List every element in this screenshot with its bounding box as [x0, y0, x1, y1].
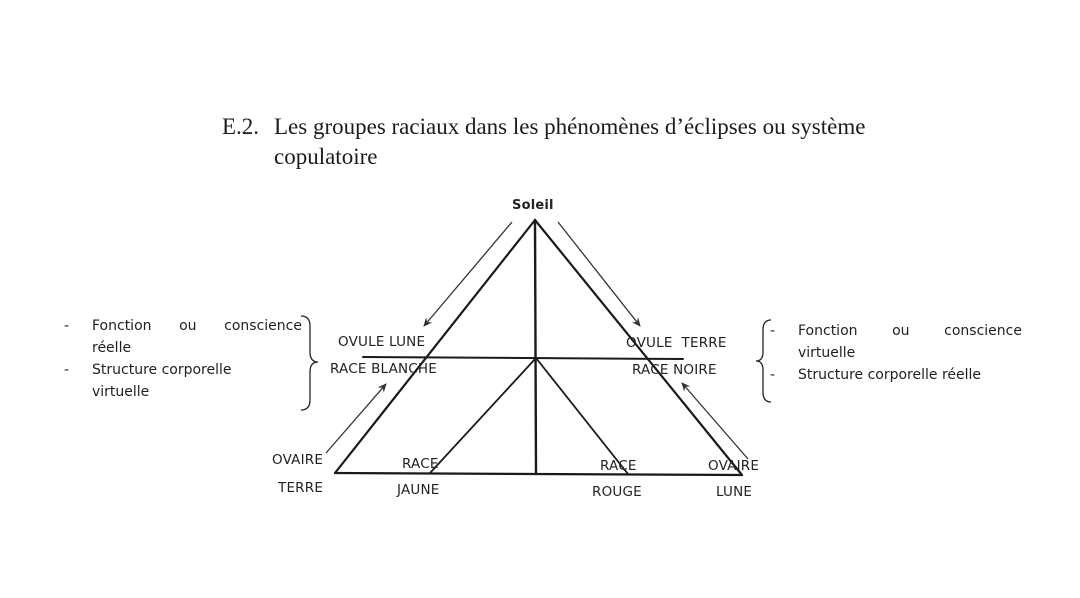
label-race-noire: RACE NOIRE [632, 362, 717, 378]
note-continuation: virtuelle [798, 345, 856, 361]
label-ovaire-terre-line2: TERRE [278, 480, 324, 496]
arrow-soleil-to-ovule-lune [423, 221, 513, 327]
left-brace [300, 315, 319, 411]
left-note: - Fonction ou conscience réelle - Struct… [64, 315, 302, 403]
arrow-soleil-to-ovule-terre [557, 221, 641, 327]
label-ovule-terre: OVULE TERRE [626, 335, 727, 351]
center-vertical [533, 218, 538, 476]
heading-line-1: Les groupes raciaux dans les phénomènes … [274, 114, 866, 139]
section-number: E.2. [222, 114, 260, 139]
left-note-item: - Structure corporelle virtuelle [64, 359, 302, 403]
note-word: conscience [944, 323, 1022, 339]
label-race-jaune-line2: JAUNE [397, 482, 440, 498]
bullet-dash: - [64, 318, 70, 334]
note-word: conscience [224, 318, 302, 334]
triangle-right-side [533, 218, 744, 477]
note-continuation: virtuelle [92, 384, 150, 400]
label-soleil: Soleil [512, 198, 554, 213]
label-ovaire-lune-line2: LUNE [716, 484, 753, 500]
label-ovaire-lune-line1: OVAIRE [708, 458, 760, 474]
note-word: ou [179, 318, 197, 334]
note-continuation: réelle [92, 340, 132, 356]
inner-left-diagonal [429, 357, 537, 474]
bullet-dash: - [770, 367, 776, 383]
right-note-item: - Structure corporelle réelle [770, 364, 1022, 386]
right-brace [755, 319, 772, 403]
right-note: - Fonction ou conscience virtuelle - Str… [770, 320, 1022, 386]
inner-right-diagonal [535, 357, 629, 475]
bullet-dash: - [64, 362, 70, 378]
note-word: ou [892, 323, 910, 339]
label-race-blanche: RACE BLANCHE [330, 361, 438, 377]
note-text: Structure corporelle [92, 362, 232, 378]
triangle-left-side [333, 218, 537, 475]
bullet-dash: - [770, 323, 776, 339]
triangle-base [333, 471, 744, 477]
label-race-jaune-line1: RACE [402, 456, 439, 472]
label-race-rouge-line2: ROUGE [592, 484, 642, 500]
note-word: Fonction [798, 323, 858, 339]
note-word: Fonction [92, 318, 152, 334]
arrow-ovaire-lune-to-race-noire [681, 382, 749, 460]
label-ovaire-terre-line1: OVAIRE [272, 452, 324, 468]
left-note-item: - Fonction ou conscience réelle [64, 315, 302, 359]
right-note-item: - Fonction ou conscience virtuelle [770, 320, 1022, 364]
crossbar [362, 356, 684, 360]
label-race-rouge-line1: RACE [600, 458, 637, 474]
label-ovule-lune: OVULE LUNE [338, 334, 426, 350]
heading-line-2: copulatoire [274, 144, 378, 169]
section-heading: Les groupes raciaux dans les phénomènes … [274, 112, 974, 172]
arrow-ovaire-terre-to-race-blanche [325, 383, 387, 454]
note-text: Structure corporelle réelle [798, 367, 982, 383]
